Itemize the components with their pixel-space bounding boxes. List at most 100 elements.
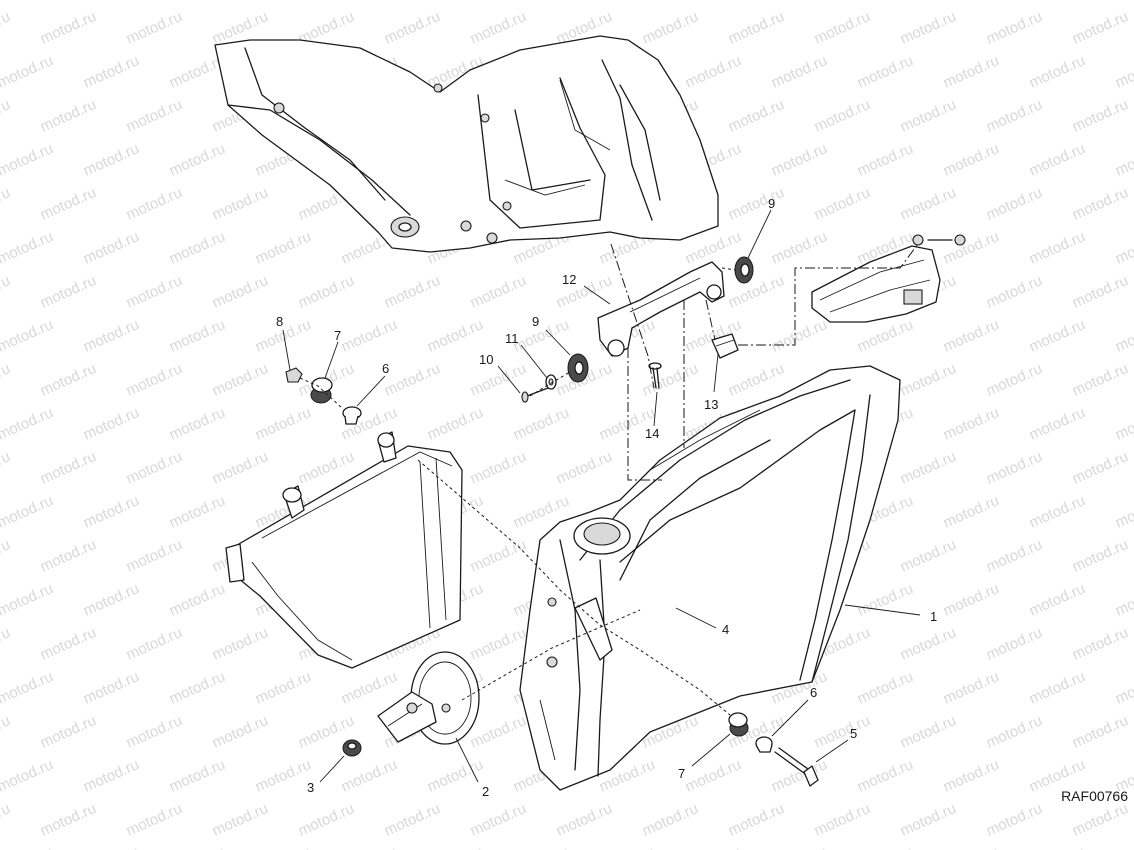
watermark-text: motod.ru [0, 272, 13, 312]
callout-8: 8 [276, 314, 283, 329]
watermark-text: motod.ru [726, 184, 787, 224]
watermark-text: motod.ru [210, 272, 271, 312]
watermark-text: motod.ru [855, 668, 916, 708]
nut-part-3 [342, 739, 362, 757]
watermark-text: motod.ru [984, 96, 1045, 136]
watermark-text: motod.ru [1070, 8, 1131, 48]
watermark-text: motod.ru [0, 800, 13, 840]
watermark-text: motod.ru [683, 52, 744, 92]
watermark-text: motod.ru [167, 0, 228, 4]
watermark-text: motod.ru [1113, 492, 1134, 532]
watermark-text: motod.ru [81, 228, 142, 268]
watermark-text: motod.ru [124, 360, 185, 400]
watermark-text: motod.ru [941, 0, 1002, 4]
watermark-text: motod.ru [1113, 316, 1134, 356]
spacer-part-6-upper [342, 406, 362, 425]
watermark-text: motod.ru [941, 404, 1002, 444]
screw-part-10 [521, 387, 549, 403]
watermark-text: motod.ru [941, 228, 1002, 268]
watermark-text: motod.ru [1027, 52, 1088, 92]
watermark-text: motod.ru [0, 668, 56, 708]
watermark-text: motod.ru [554, 448, 615, 488]
watermark-text: motod.ru [468, 712, 529, 752]
watermark-text: motod.ru [81, 404, 142, 444]
horn-part-2 [377, 651, 480, 745]
watermark-text: motod.ru [81, 492, 142, 532]
watermark-text: motod.ru [984, 536, 1045, 576]
callout-9-lower: 9 [532, 314, 539, 329]
watermark-text: motod.ru [855, 580, 916, 620]
watermark-text: motod.ru [81, 844, 142, 850]
watermark-text: motod.ru [640, 8, 701, 48]
watermark-text: motod.ru [167, 492, 228, 532]
watermark-text: motod.ru [984, 712, 1045, 752]
watermark-text: motod.ru [1113, 0, 1134, 4]
watermark-text: motod.ru [468, 536, 529, 576]
watermark-text: motod.ru [339, 316, 400, 356]
watermark-text: motod.ru [81, 668, 142, 708]
watermark-text: motod.ru [210, 360, 271, 400]
callout-9-upper: 9 [768, 196, 775, 211]
watermark-text: motod.ru [812, 712, 873, 752]
watermark-text: motod.ru [167, 756, 228, 796]
watermark-text: motod.ru [81, 580, 142, 620]
watermark-text: motod.ru [339, 844, 400, 850]
watermark-text: motod.ru [769, 52, 830, 92]
watermark-text: motod.ru [38, 96, 99, 136]
watermark-text: motod.ru [1027, 0, 1088, 4]
watermark-text: motod.ru [382, 8, 443, 48]
watermark-text: motod.ru [597, 844, 658, 850]
watermark-text: motod.ru [898, 800, 959, 840]
watermark-text: motod.ru [1027, 140, 1088, 180]
watermark-text: motod.ru [898, 96, 959, 136]
frame-part [214, 35, 719, 253]
watermark-text: motod.ru [0, 52, 56, 92]
watermark-text: motod.ru [0, 360, 13, 400]
callout-3: 3 [307, 780, 314, 795]
callout-labels: 1 2 3 4 5 6 6 7 7 8 9 9 10 11 12 13 14 [276, 196, 937, 799]
watermark-text: motod.ru [726, 800, 787, 840]
watermark-text: motod.ru [511, 0, 572, 4]
sensor-assembly [811, 234, 966, 323]
watermark-text: motod.ru [167, 316, 228, 356]
callout-10: 10 [479, 352, 493, 367]
watermark-text: motod.ru [253, 756, 314, 796]
watermark-text: motod.ru [210, 624, 271, 664]
watermark-text: motod.ru [0, 580, 56, 620]
watermark-text: motod.ru [81, 140, 142, 180]
watermark-text: motod.ru [0, 756, 56, 796]
callout-13: 13 [704, 397, 718, 412]
watermark-text: motod.ru [941, 580, 1002, 620]
watermark-text: motod.ru [1070, 712, 1131, 752]
watermark-text: motod.ru [941, 668, 1002, 708]
watermark-text: motod.ru [984, 800, 1045, 840]
watermark-text: motod.ru [382, 360, 443, 400]
watermark-text: motod.ru [1070, 272, 1131, 312]
watermark-text: motod.ru [0, 140, 56, 180]
watermark-text: motod.ru [1070, 624, 1131, 664]
watermark-text: motod.ru [941, 140, 1002, 180]
watermark-text: motod.ru [812, 96, 873, 136]
watermark-text: motod.ru [898, 712, 959, 752]
watermark-text: motod.ru [1070, 800, 1131, 840]
watermark-text: motod.ru [1113, 844, 1134, 850]
watermark-text: motod.ru [296, 800, 357, 840]
watermark-text: motod.ru [468, 272, 529, 312]
callout-7-lower: 7 [678, 766, 685, 781]
watermark-text: motod.ru [81, 0, 142, 4]
watermark-text: motod.ru [210, 800, 271, 840]
washer-part-9-upper [734, 256, 754, 284]
watermark-text: motod.ru [984, 8, 1045, 48]
clip-part-13 [711, 333, 739, 359]
screw-part-14 [648, 362, 662, 389]
watermark-text: motod.ru [0, 492, 56, 532]
watermark-text: motod.ru [1070, 184, 1131, 224]
watermark-text: motod.ru [1113, 580, 1134, 620]
watermark-text: motod.ru [167, 404, 228, 444]
bolt-part-5 [774, 747, 819, 787]
watermark-text: motod.ru [210, 712, 271, 752]
watermark-text: motod.ru [769, 140, 830, 180]
watermark-text: motod.ru [1113, 668, 1134, 708]
watermark-text: motod.ru [683, 844, 744, 850]
watermark-text: motod.ru [167, 580, 228, 620]
